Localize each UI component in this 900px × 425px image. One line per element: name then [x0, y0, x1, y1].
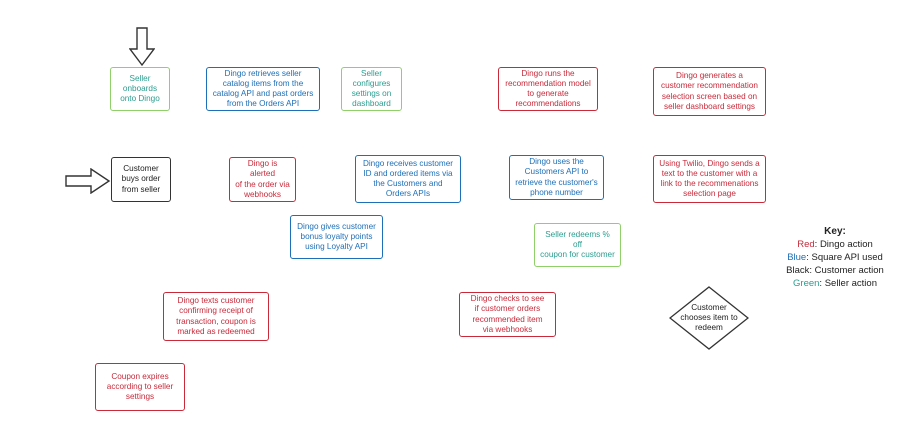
- alerted-box: Dingo is alerted of the order via webhoo…: [229, 157, 296, 202]
- legend-red: Red: Dingo action: [775, 238, 895, 251]
- runs-model-box: Dingo runs the recommendation model to g…: [498, 67, 598, 111]
- checks-box: Dingo checks to see if customer orders r…: [459, 292, 556, 337]
- customer-chooses-label: Customer chooses item to redeem: [680, 302, 738, 333]
- coupon-expires-box: Coupon expires according to seller setti…: [95, 363, 185, 411]
- legend-blue: Blue: Square API used: [775, 251, 895, 264]
- seller-redeems-box: Seller redeems % off coupon for customer: [534, 223, 621, 267]
- seller-onboards-box: Seller onboards onto Dingo: [110, 67, 170, 111]
- down-arrow-icon: [129, 27, 155, 67]
- legend: Key: Red: Dingo action Blue: Square API …: [775, 225, 895, 290]
- diamond-shape: [668, 286, 750, 350]
- legend-red-desc: : Dingo action: [814, 239, 873, 250]
- legend-black-word: Black: [786, 265, 810, 276]
- texts-customer-box: Dingo texts customer confirming receipt …: [163, 292, 269, 341]
- legend-green-word: Green: [793, 278, 820, 289]
- uses-customers-api-box: Dingo uses the Customers API to retrieve…: [509, 155, 604, 200]
- generates-screen-box: Dingo generates a customer recommendatio…: [653, 67, 766, 116]
- seller-configures-box: Seller configures settings on dashboard: [341, 67, 402, 111]
- twilio-box: Using Twilio, Dingo sends a text to the …: [653, 155, 766, 203]
- legend-black-desc: : Customer action: [809, 265, 884, 276]
- customer-buys-box: Customer buys order from seller: [111, 157, 171, 202]
- legend-green: Green: Seller action: [775, 277, 895, 290]
- legend-title: Key:: [824, 226, 846, 237]
- legend-blue-word: Blue: [787, 252, 807, 263]
- legend-green-desc: : Seller action: [819, 278, 877, 289]
- retrieves-catalog-box: Dingo retrieves seller catalog items fro…: [206, 67, 320, 111]
- right-arrow-icon: [65, 168, 111, 194]
- legend-blue-desc: : Square API used: [806, 252, 883, 263]
- customer-chooses-diamond: Customer chooses item to redeem: [668, 286, 750, 350]
- legend-black: Black: Customer action: [775, 264, 895, 277]
- legend-red-word: Red: [797, 239, 815, 250]
- receives-id-box: Dingo receives customer ID and ordered i…: [355, 155, 461, 203]
- loyalty-box: Dingo gives customer bonus loyalty point…: [290, 215, 383, 259]
